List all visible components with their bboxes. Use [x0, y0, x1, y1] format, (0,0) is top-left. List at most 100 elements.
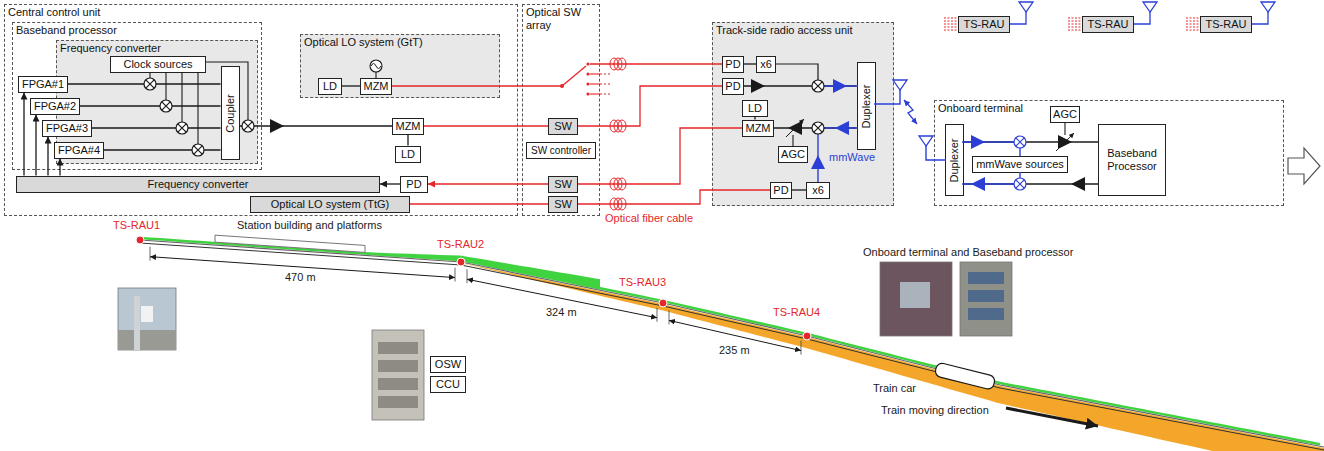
unused-fiber — [600, 73, 610, 74]
annotation-label: TS-RAU1 — [112, 219, 161, 232]
annotation-label: TS-RAU4 — [772, 306, 821, 319]
node-label: Duplexer — [860, 84, 873, 128]
component-box: Optical LO system (TtG) — [250, 196, 410, 213]
annotation-label: Station building and platforms — [236, 219, 383, 232]
photo-detail — [134, 296, 140, 350]
node-label: TS-RAU — [1088, 18, 1129, 31]
label-holder: mmWave — [828, 151, 876, 164]
node-label: SW controller — [531, 144, 591, 157]
photo-detail — [118, 330, 176, 350]
node-label: Onboard terminal — [935, 101, 1283, 116]
fiber-coil — [618, 178, 626, 190]
oscillator-wave — [371, 64, 381, 69]
mixer-symbol — [192, 144, 204, 156]
signal-connector — [92, 127, 221, 128]
coverage-line — [140, 238, 1320, 444]
mixer-symbol — [160, 100, 172, 112]
node-label: mmWave sources — [976, 158, 1064, 171]
component-box: TS-RAU — [1200, 16, 1252, 33]
dimension-tick — [455, 268, 456, 282]
label-holder: 470 m — [284, 271, 317, 284]
node-label: PD — [725, 80, 740, 93]
component-box: MZM — [392, 118, 424, 135]
switch-contact — [586, 82, 589, 85]
mixer-symbol — [242, 120, 254, 132]
signal-connector — [410, 203, 548, 204]
component-box: x6 — [756, 56, 776, 73]
mixer-circle — [1014, 136, 1026, 148]
fiber-stub — [944, 21, 958, 22]
node-label: x6 — [812, 184, 824, 197]
component-box: PD — [722, 56, 744, 73]
rau-site-dot — [136, 236, 144, 244]
clock-wire — [181, 72, 182, 122]
optical-fiber — [392, 85, 562, 86]
mixer-circle — [242, 120, 254, 132]
mixer-circle — [176, 122, 188, 134]
node-label: AGC — [781, 148, 805, 161]
node-label: Duplexer — [948, 138, 961, 182]
component-box: Coupler — [221, 66, 240, 160]
mixer-cross — [1016, 138, 1024, 146]
node-label: CCU — [436, 378, 460, 391]
photo-frame — [118, 288, 176, 350]
node-label: LD — [323, 80, 337, 93]
node-label: Central control unit — [5, 5, 517, 20]
antenna-symbol — [1261, 2, 1275, 12]
label-holder: TS-RAU2 — [436, 238, 485, 251]
signal-connector — [792, 189, 806, 190]
component-box: AGC — [778, 146, 808, 163]
component-box: LD — [318, 78, 342, 95]
mixer-circle — [812, 122, 824, 134]
amplifier-symbol — [971, 135, 985, 149]
photo-frame — [880, 262, 952, 336]
label-holder: Onboard terminal and Baseband processor — [862, 246, 1074, 259]
fiber-stub — [944, 24, 958, 25]
component-box: Frequency converter — [16, 176, 380, 193]
signal-connector — [59, 159, 60, 176]
label-holder: Train moving direction — [880, 404, 990, 417]
component-box: PD — [400, 176, 428, 193]
photo-detail — [900, 282, 930, 308]
mixer-symbol — [1014, 178, 1026, 190]
switch-output — [590, 83, 600, 84]
component-box: SW — [548, 196, 578, 213]
agc-wire — [792, 135, 793, 146]
equipment-photo — [372, 330, 424, 420]
fiber-stub — [1186, 24, 1200, 25]
signal-connector — [428, 183, 548, 184]
component-box: Clock sources — [110, 56, 206, 73]
node-label: PD — [773, 184, 788, 197]
component-box: SW — [548, 118, 578, 135]
node-label: Optical LO system (GtT) — [301, 35, 499, 50]
fiber-stub — [1068, 30, 1082, 31]
switch-output — [590, 93, 600, 94]
label-holder: TS-RAU4 — [772, 306, 821, 319]
node-label: PD — [406, 178, 421, 191]
mixer-cross — [814, 82, 822, 90]
fiber-stub — [1186, 27, 1200, 28]
signal-connector — [23, 93, 24, 176]
node-label: LD — [748, 102, 762, 115]
mixer-symbol — [812, 80, 824, 92]
component-box: MZM — [360, 78, 392, 95]
node-label: MZM — [395, 120, 420, 133]
fiber-stub — [1186, 21, 1200, 22]
rau-site-dot — [659, 299, 667, 307]
clock-wire — [165, 72, 166, 100]
photo-detail — [378, 342, 418, 354]
fiber-coil — [618, 120, 626, 132]
mixer-symbol — [1014, 136, 1026, 148]
station-area-band — [330, 251, 600, 289]
annotation-label: Train car — [872, 382, 917, 395]
fiber-coil — [618, 58, 626, 70]
node-label: FPGA#4 — [58, 144, 100, 157]
radio-link — [904, 100, 917, 124]
label-holder: Station building and platforms — [236, 219, 383, 232]
node-label: Optical SW array — [523, 5, 599, 33]
signal-connector — [754, 117, 755, 120]
fiber-stub — [1186, 30, 1200, 31]
annotation-label: 235 m — [718, 344, 751, 357]
